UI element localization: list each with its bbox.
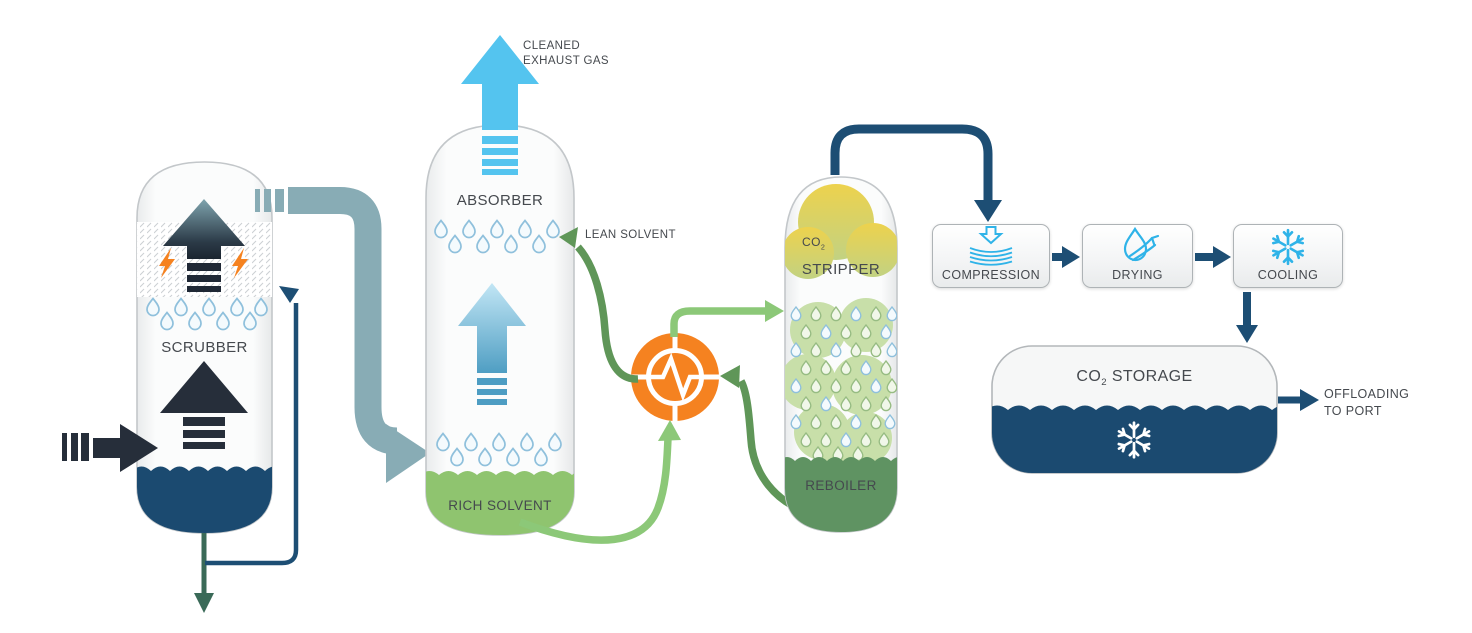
exhaust-inlet-arrow-icon <box>62 424 158 472</box>
reboiler-liquid <box>785 457 897 532</box>
heat-exchanger-icon <box>627 329 723 425</box>
rich-solvent-label: RICH SOLVENT <box>448 498 552 513</box>
absorber-vessel <box>425 35 575 536</box>
process-arrows <box>1052 246 1258 343</box>
scrubber-label: SCRUBBER <box>161 339 248 356</box>
scrubber-inlet-gas-arrow-icon <box>160 361 248 449</box>
drying-box: DRYING <box>1082 224 1193 288</box>
co2-gas-pipe <box>830 124 1002 222</box>
co2-cloud-icon <box>785 184 897 279</box>
cooling-box: COOLING <box>1233 224 1343 288</box>
gas-transfer-pipe <box>255 187 430 483</box>
stripper-co2-label: CO2 <box>802 235 826 252</box>
offloading-to-port-label: OFFLOADING TO PORT <box>1324 387 1410 418</box>
co2-storage-tank <box>991 345 1278 474</box>
absorber-label: ABSORBER <box>456 192 544 209</box>
drying-label: DRYING <box>1112 268 1163 282</box>
stripper-vessel <box>784 176 898 533</box>
scrubber-recirculation-line <box>205 286 299 566</box>
absorber-gas-arrow-icon <box>458 283 526 405</box>
compression-icon <box>969 226 1013 266</box>
scrubber-liquid <box>137 466 272 533</box>
compression-box: COMPRESSION <box>932 224 1050 288</box>
co2-storage-label: CO2 STORAGE <box>1076 368 1193 389</box>
absorber-rich-solvent-liquid <box>426 471 574 535</box>
reboiler-label: REBOILER <box>805 478 877 493</box>
cleaned-gas-arrow-icon <box>461 35 539 175</box>
lean-solvent-label: LEAN SOLVENT <box>585 229 676 241</box>
drying-icon <box>1123 226 1159 262</box>
compression-label: COMPRESSION <box>941 268 1041 282</box>
cooling-label: COOLING <box>1257 268 1319 282</box>
rich-solvent-line <box>518 300 784 544</box>
stripper-label: STRIPPER <box>801 261 881 278</box>
scrubber-vessel <box>136 161 273 534</box>
cleaned-exhaust-gas-label: CLEANED EXHAUST GAS <box>523 40 609 67</box>
scrubber-drain-arrow <box>194 533 214 613</box>
cooling-icon <box>1266 225 1310 267</box>
scrubber-gas-arrow-icon <box>163 199 245 292</box>
offloading-arrow <box>1278 389 1319 411</box>
